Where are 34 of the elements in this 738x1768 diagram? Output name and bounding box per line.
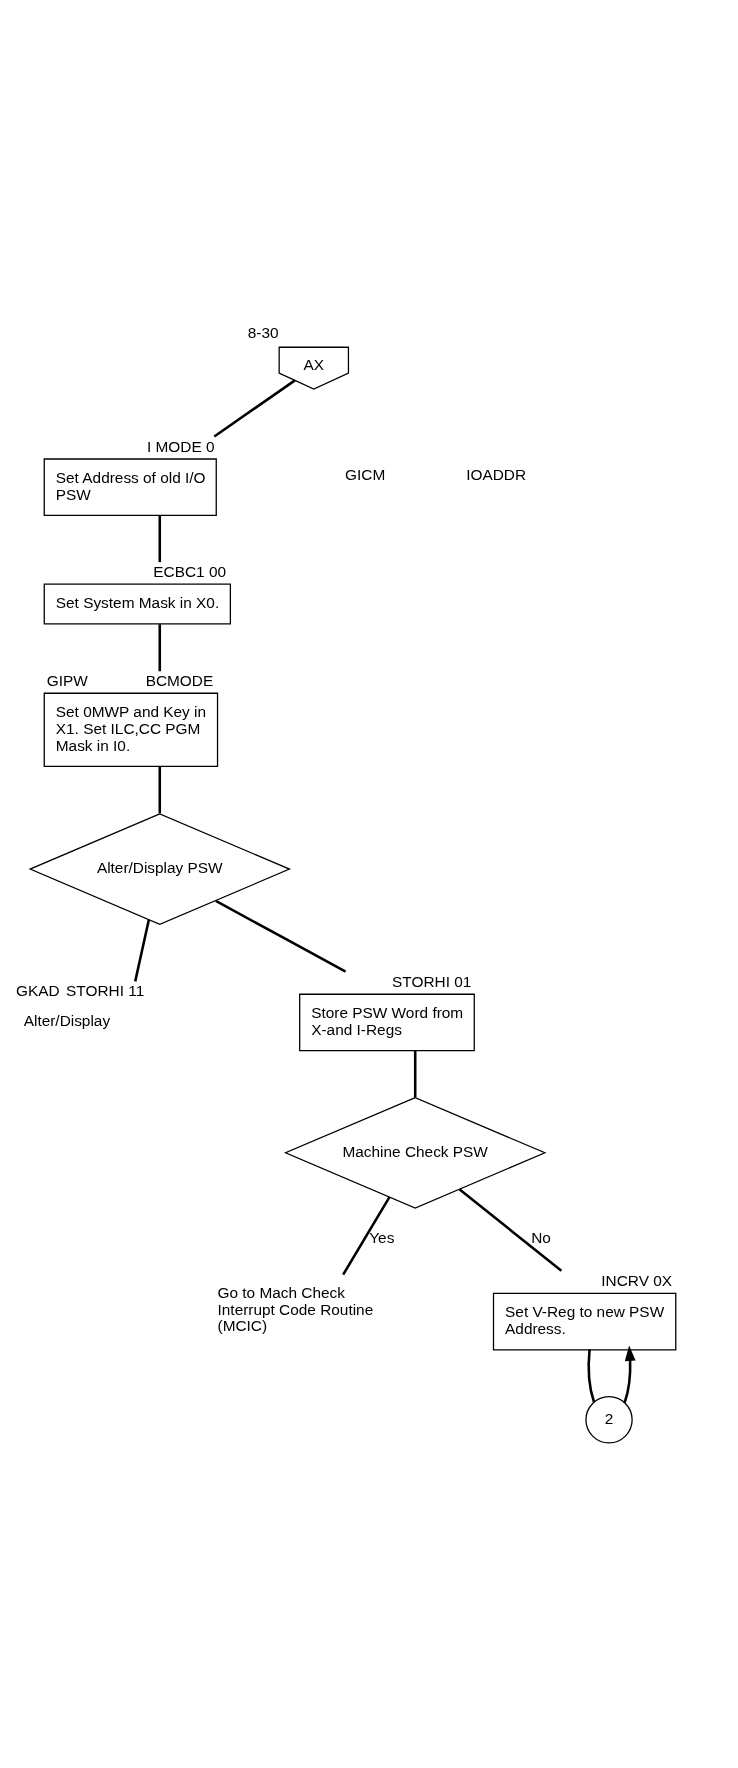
node-label: INCRV 0X [601,1271,673,1289]
node-circle: 2 [585,1395,633,1443]
node-box: Set 0MWP and Key in X1. Set ILC,CC PGM Mask in I0. [43,692,219,767]
node-diamond: Machine Check PSW [283,1096,547,1209]
connector [213,378,296,437]
label: IOADDR [466,465,527,483]
node-diamond: Alter/Display PSW [28,812,292,925]
connector [158,766,162,813]
node-box: Set Address of old I/O PSW [43,457,217,516]
node-text: Go to Mach Check Interrupt Code Routine (MCIC) [217,1283,374,1334]
connector [342,1196,391,1275]
node-box: Set System Mask in X0. [43,583,231,625]
node-label: STORHI 11 [66,981,145,999]
node-label: STORHI 01 [392,972,472,990]
edge-label: Yes [369,1228,395,1246]
connector [158,623,162,671]
node-label: I MODE 0 [146,437,215,455]
node-label: ECBC1 00 [153,562,227,580]
label: GICM [345,465,386,483]
node-label: GIPW [46,671,88,689]
node-box: Set V-Reg to new PSW Address. [492,1292,677,1350]
connector [133,919,151,982]
node-box: Store PSW Word from X-and I-Regs [299,993,475,1051]
node-label: BCMODE [145,671,214,689]
edge-label: No [531,1228,551,1246]
arrow [623,1345,636,1403]
node-label: 8-30 [247,323,279,341]
node-text: Alter/Display [23,1011,111,1029]
connector [458,1188,563,1272]
node-label: GKAD [16,981,60,999]
connector [587,1348,596,1402]
connector [158,514,162,562]
connector [413,1049,417,1097]
connector [215,899,347,973]
